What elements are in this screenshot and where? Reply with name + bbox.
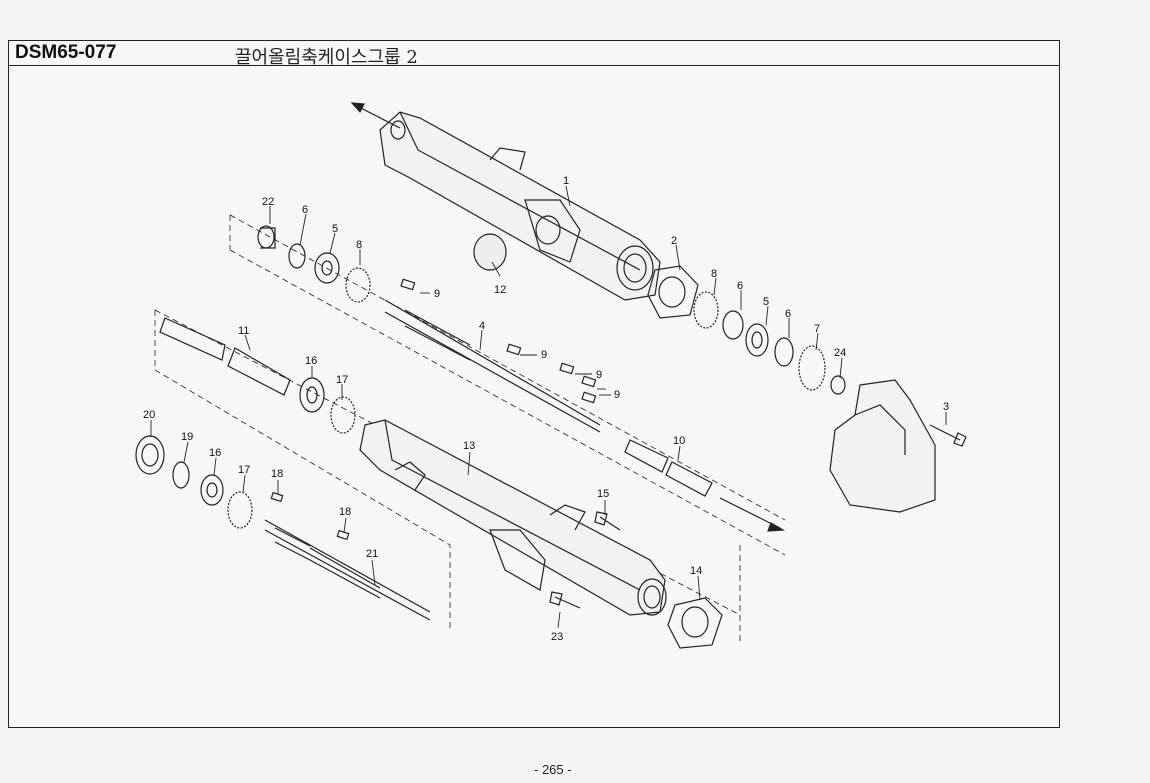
part-group-code: DSM65-077 xyxy=(15,42,117,63)
callout-16a: 16 xyxy=(305,355,317,367)
callout-21: 21 xyxy=(366,548,378,560)
callout-6b: 6 xyxy=(737,280,743,292)
callout-9a: 9 xyxy=(434,288,440,300)
callout-5a: 5 xyxy=(332,223,338,235)
callout-18a: 18 xyxy=(271,468,283,480)
bolt-3 xyxy=(929,424,967,447)
part-group-title: 끌어올림축케이스그룹 2 xyxy=(235,47,418,68)
callout-17b: 17 xyxy=(238,464,250,476)
gearbox-housing xyxy=(829,379,936,513)
callout-16b: 16 xyxy=(209,447,221,459)
callout-23: 23 xyxy=(551,631,563,643)
callout-12: 12 xyxy=(494,284,506,296)
page-number: - 265 - xyxy=(534,762,572,777)
callout-7: 7 xyxy=(814,323,820,335)
callout-8a: 8 xyxy=(356,239,362,251)
callout-10: 10 xyxy=(673,435,685,447)
callout-9c: 9 xyxy=(596,369,602,381)
gasket-upper-hole xyxy=(658,276,686,308)
callout-14: 14 xyxy=(690,565,702,577)
callout-4: 4 xyxy=(479,320,485,332)
lower-shaft-group xyxy=(135,435,431,621)
callout-18b: 18 xyxy=(339,506,351,518)
gasket-lower-hole xyxy=(681,606,709,638)
leader-lines xyxy=(150,185,947,629)
arrow-upper-head xyxy=(350,102,365,114)
bolt-23 xyxy=(549,591,581,609)
arrow-lower xyxy=(719,497,781,529)
gasket-lower xyxy=(667,597,723,649)
callout-labels: 1 2 3 4 5 5 6 6 6 7 8 8 9 9 9 9 10 11 12… xyxy=(143,175,949,643)
middle-sleeve-group xyxy=(159,317,356,434)
plug-part xyxy=(473,233,507,271)
callout-6c: 6 xyxy=(785,308,791,320)
arrow-lower-head xyxy=(767,522,785,532)
callout-3: 3 xyxy=(943,401,949,413)
callout-8b: 8 xyxy=(711,268,717,280)
gasket-upper xyxy=(647,265,699,319)
callout-17a: 17 xyxy=(336,374,348,386)
callout-5b: 5 xyxy=(763,296,769,308)
callout-11: 11 xyxy=(238,325,249,337)
callout-9d: 9 xyxy=(614,389,620,401)
upper-shaft-group xyxy=(257,225,601,433)
gearbox-edge xyxy=(854,404,906,455)
bolt-15 xyxy=(594,511,621,531)
callout-9b: 9 xyxy=(541,349,547,361)
arrow-upper xyxy=(354,104,401,129)
callout-19: 19 xyxy=(181,431,193,443)
callout-24: 24 xyxy=(834,347,846,359)
callout-1: 1 xyxy=(563,175,569,187)
callout-2: 2 xyxy=(671,235,677,247)
callout-13: 13 xyxy=(463,440,475,452)
lower-housing-part xyxy=(359,419,667,616)
callout-6a: 6 xyxy=(302,204,308,216)
sleeve-10 xyxy=(624,439,713,497)
title-bar: DSM65-077 끌어올림축케이스그룹 2 xyxy=(9,41,1059,68)
callout-15: 15 xyxy=(597,488,609,500)
guide-box-middle xyxy=(154,309,741,645)
upper-right-stack xyxy=(693,291,846,395)
callout-20: 20 xyxy=(143,409,155,421)
callout-22: 22 xyxy=(262,196,274,208)
upper-housing-part xyxy=(379,111,661,301)
